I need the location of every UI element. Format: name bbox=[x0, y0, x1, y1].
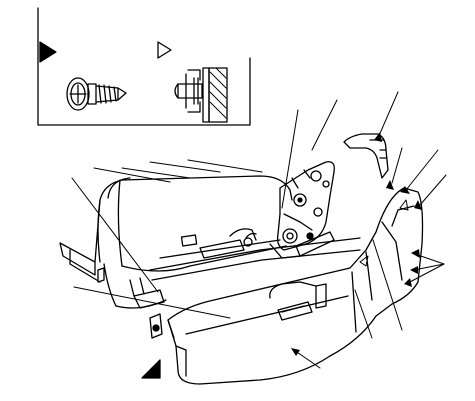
clip-icon bbox=[174, 67, 228, 123]
leader-lines bbox=[71, 91, 447, 369]
screw-location-marker-icon bbox=[141, 359, 161, 379]
screw-icon bbox=[66, 77, 127, 111]
recliner-mechanism bbox=[269, 161, 335, 259]
seat-cushion bbox=[59, 175, 293, 309]
recliner-cover-part bbox=[343, 133, 389, 179]
legend-filled-triangle-icon bbox=[39, 41, 57, 63]
side-trim-panel bbox=[167, 187, 424, 385]
legend-box bbox=[37, 7, 251, 126]
legend-outline-triangle-icon bbox=[157, 41, 172, 59]
seat-frame bbox=[97, 228, 361, 339]
clip-location-markers bbox=[359, 199, 409, 267]
